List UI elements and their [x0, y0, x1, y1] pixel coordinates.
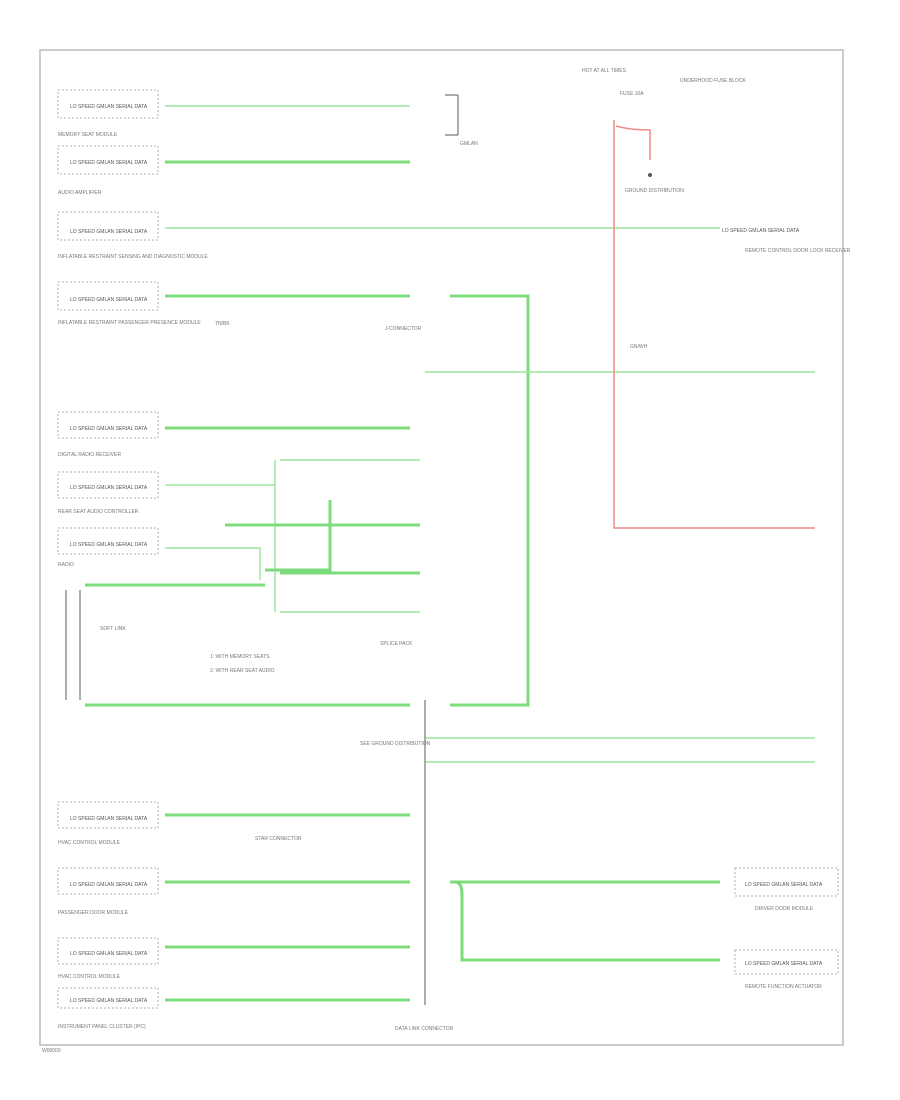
module-box[interactable] [57, 867, 159, 895]
module-box[interactable] [57, 937, 159, 965]
power-circuit: HOT AT ALL TIMES FUSE 10A UNDERHOOD FUSE… [582, 68, 815, 529]
wire[interactable] [165, 547, 261, 580]
module-box[interactable] [57, 527, 159, 555]
note: 1: WITH MEMORY SEATS [210, 654, 270, 660]
module-name: INFLATABLE RESTRAINT SENSING AND DIAGNOS… [58, 254, 208, 260]
wire[interactable] [85, 571, 420, 587]
module-box-label: LO SPEED GMLAN SERIAL DATA [70, 104, 148, 110]
module-name: REMOTE CONTROL DOOR LOCK RECEIVER [745, 248, 851, 254]
module-box-label: LO SPEED GMLAN SERIAL DATA [722, 228, 800, 234]
right-modules: LO SPEED GMLAN SERIAL DATA REMOTE CONTRO… [722, 228, 851, 990]
wire[interactable] [454, 880, 720, 962]
module-box-label: LO SPEED GMLAN SERIAL DATA [70, 882, 148, 888]
module-box-label: LO SPEED GMLAN SERIAL DATA [70, 816, 148, 822]
module-box-label: LO SPEED GMLAN SERIAL DATA [70, 297, 148, 303]
module-box-label: LO SPEED GMLAN SERIAL DATA [70, 160, 148, 166]
power-wire[interactable] [615, 125, 651, 160]
page-ref: GMLAN [460, 141, 478, 147]
module-box-label: LO SPEED GMLAN SERIAL DATA [70, 485, 148, 491]
module-name: RADIO [58, 562, 74, 568]
module-box[interactable] [57, 211, 159, 241]
module-name: INFLATABLE RESTRAINT PASSENGER PRESENCE … [58, 320, 201, 326]
module-name: MEMORY SEAT MODULE [58, 132, 118, 138]
module-box[interactable] [57, 801, 159, 829]
wire[interactable] [225, 500, 420, 572]
module-name: INSTRUMENT PANEL CLUSTER (IPC) [58, 1024, 146, 1030]
fuse-name: FUSE 10A [620, 91, 644, 97]
wire-color-label: TN/BK [215, 321, 230, 327]
fuse-block-label: UNDERHOOD FUSE BLOCK [680, 78, 747, 84]
module-box-label: LO SPEED GMLAN SERIAL DATA [70, 998, 148, 1004]
power-wire[interactable] [613, 120, 815, 529]
diagram-border [39, 49, 844, 1046]
module-name: PASSENGER DOOR MODULE [58, 910, 129, 916]
left-modules: LO SPEED GMLAN SERIAL DATA MEMORY SEAT M… [57, 89, 208, 1030]
module-name: HVAC CONTROL MODULE [58, 840, 121, 846]
splice-bus: SPLICE PACK J-CONNECTOR DATA LINK CONNEC… [65, 94, 648, 1032]
fuse-label: HOT AT ALL TIMES [582, 68, 627, 74]
wire-color-label: GN/WH [630, 344, 648, 350]
module-box[interactable] [57, 411, 159, 439]
footer-code: W00000 [42, 1048, 61, 1054]
splice-label: STAR CONNECTOR [255, 836, 302, 842]
module-box[interactable] [734, 949, 839, 975]
wire[interactable] [165, 460, 276, 612]
module-name: DIGITAL RADIO RECEIVER [58, 452, 121, 458]
module-name: AUDIO AMPLIFIER [58, 190, 102, 196]
note: 2: WITH REAR SEAT AUDIO [210, 668, 275, 674]
module-box-label: LO SPEED GMLAN SERIAL DATA [745, 961, 823, 967]
page-ref: SOFT LINK [100, 626, 126, 632]
module-box-label: LO SPEED GMLAN SERIAL DATA [70, 542, 148, 548]
module-box[interactable] [57, 281, 159, 311]
module-name: DRIVER DOOR MODULE [755, 906, 814, 912]
module-box-label: LO SPEED GMLAN SERIAL DATA [70, 229, 148, 235]
ground-label: GROUND DISTRIBUTION [625, 188, 684, 194]
module-box-label: LO SPEED GMLAN SERIAL DATA [70, 426, 148, 432]
module-box[interactable] [734, 867, 839, 897]
splice-label: DATA LINK CONNECTOR [395, 1026, 454, 1032]
module-box[interactable] [57, 145, 159, 175]
data-wires [85, 105, 815, 1002]
module-box[interactable] [57, 471, 159, 499]
ground-icon [648, 173, 652, 177]
wire[interactable] [450, 294, 530, 707]
module-box[interactable] [57, 89, 159, 119]
page-ref: SEE GROUND DISTRIBUTION [360, 741, 431, 747]
module-name: HVAC CONTROL MODULE [58, 974, 121, 980]
splice-label: SPLICE PACK [380, 641, 413, 647]
module-box-label: LO SPEED GMLAN SERIAL DATA [745, 882, 823, 888]
module-box[interactable] [57, 987, 159, 1009]
module-name: REAR SEAT AUDIO CONTROLLER [58, 509, 139, 515]
module-box-label: LO SPEED GMLAN SERIAL DATA [70, 951, 148, 957]
module-name: REMOTE FUNCTION ACTUATOR [745, 984, 822, 990]
splice-label: J-CONNECTOR [385, 326, 422, 332]
